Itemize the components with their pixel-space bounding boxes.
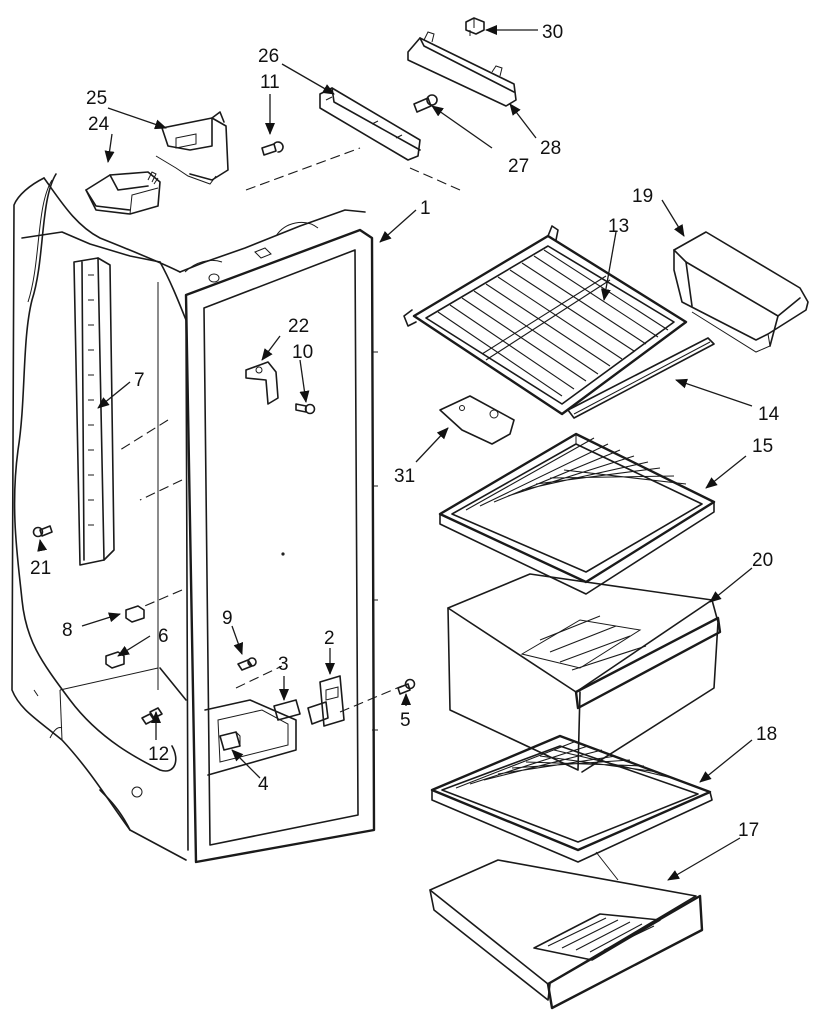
callout-8: 8: [62, 620, 73, 641]
screw-11: [261, 141, 284, 156]
clip-30: [465, 17, 485, 36]
light-shield-31: [439, 395, 515, 445]
shelf-ladder: [73, 257, 115, 566]
callout-labels: 30 25 24 26 11 27 28 1 19 13 14 22 10 7 …: [30, 22, 780, 841]
cabinet-liner: [11, 173, 378, 864]
ladder-slots: [88, 274, 94, 526]
callout-21: 21: [30, 558, 51, 579]
callout-13: 13: [608, 216, 629, 237]
callout-15: 15: [752, 436, 773, 457]
bracket-3: [273, 699, 301, 721]
crisper-drawer-20: [429, 851, 704, 1010]
callout-27: 27: [508, 156, 529, 177]
screw-21: [32, 525, 53, 538]
callout-leaders: [37, 25, 753, 881]
control-housing: [85, 171, 161, 215]
callout-9: 9: [222, 608, 233, 629]
callout-19: 20: [752, 550, 773, 571]
callout-5: 5: [400, 710, 411, 731]
callout-24: 24: [88, 114, 110, 135]
clip-12: [141, 707, 163, 725]
screw-9: [237, 657, 257, 671]
callout-6: 6: [158, 626, 169, 647]
callout-4: 4: [258, 774, 269, 795]
callout-25: 25: [86, 88, 107, 109]
callout-22: 22: [288, 316, 309, 337]
callout-17: 19: [632, 186, 653, 207]
wire-shelf: [403, 225, 688, 416]
callout-12: 12: [148, 744, 169, 765]
callout-7: 7: [134, 370, 145, 391]
callout-20: 17: [738, 820, 759, 841]
screw-27: [413, 94, 438, 113]
hinge-2: [307, 675, 345, 727]
callout-31: 31: [394, 466, 415, 487]
block-4: [219, 731, 241, 751]
control-bracket: [155, 111, 229, 185]
glass-shelf-15: [438, 432, 716, 595]
callout-3: 3: [278, 654, 289, 675]
callout-18: 18: [756, 724, 777, 745]
shelf-trim-14: [567, 337, 715, 419]
screw-5: [397, 678, 416, 695]
bracket-28: [407, 31, 517, 107]
callout-10: 10: [292, 342, 313, 363]
door-bin-17: [673, 231, 809, 353]
callout-1: 1: [420, 198, 431, 219]
trim-strip-26: [319, 87, 421, 161]
callout-28: 28: [540, 138, 561, 159]
callout-2: 2: [324, 628, 335, 649]
crisper-cover-18: [430, 734, 713, 863]
clip-8: [125, 605, 145, 623]
assembly-lines: [119, 147, 461, 713]
callout-30: 30: [542, 22, 563, 43]
crisper-drawer-19: [447, 573, 722, 773]
callout-11: 11: [260, 72, 280, 93]
callout-14: 14: [758, 404, 780, 425]
screw-10: [295, 403, 316, 415]
bracket-22: [245, 361, 279, 405]
callout-26: 26: [258, 46, 279, 67]
